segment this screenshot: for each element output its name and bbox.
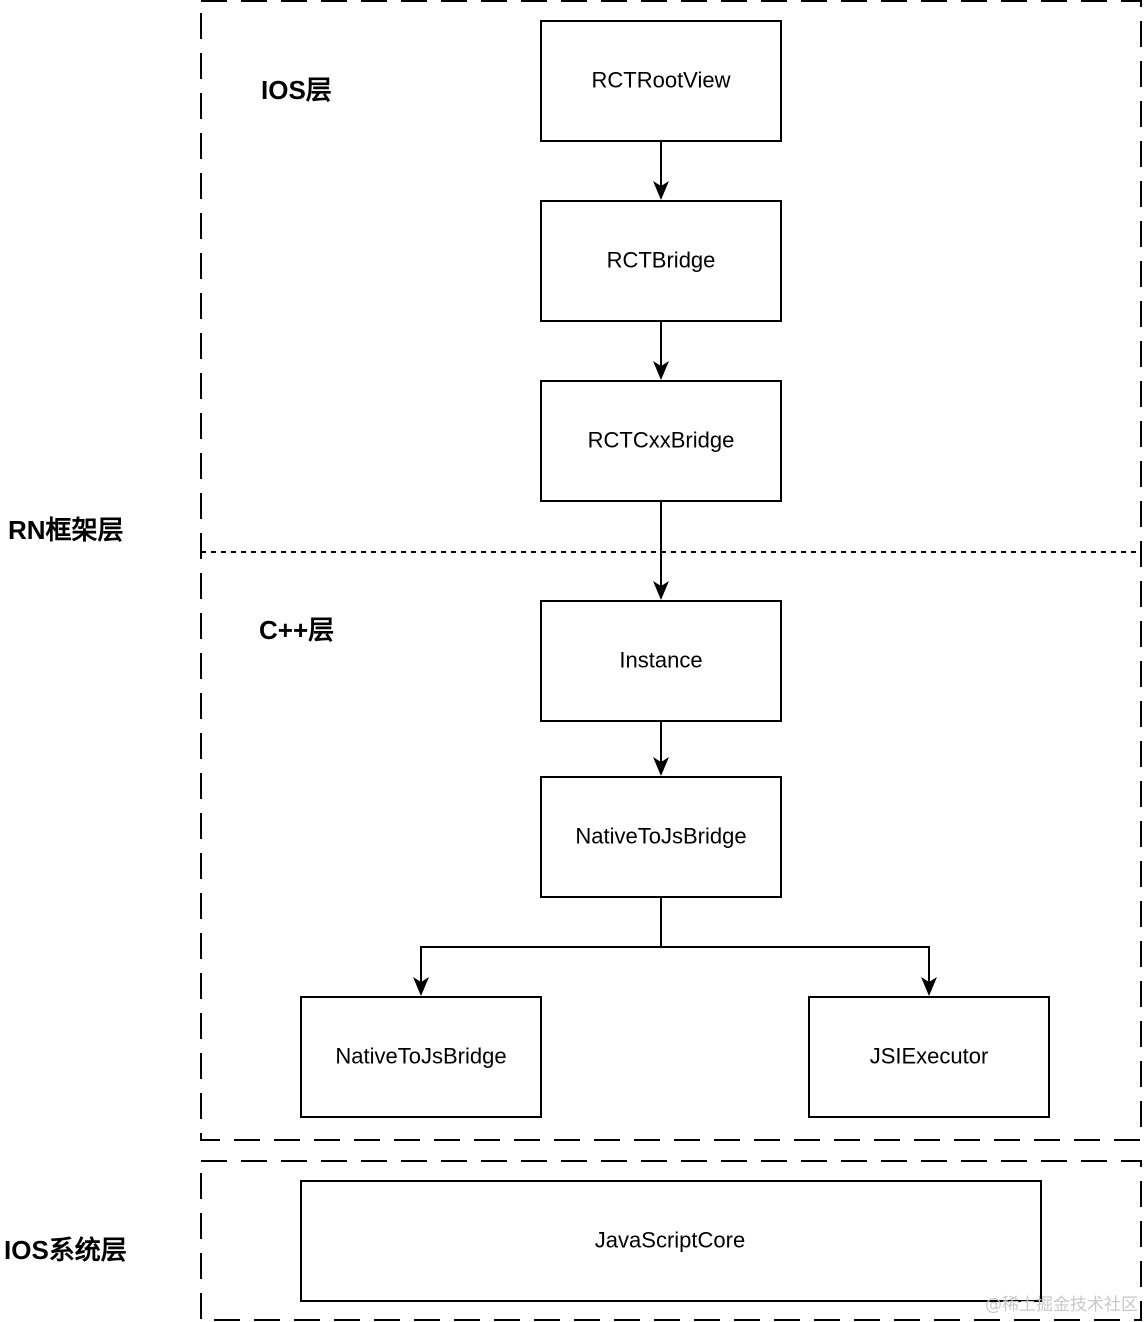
node-label: NativeToJsBridge xyxy=(335,1044,506,1069)
arrow-head-nativetojs-left xyxy=(413,977,429,996)
node-label: RCTCxxBridge xyxy=(588,428,735,453)
ios-layer-label: IOS层 xyxy=(261,75,332,105)
arrow-head-instance-nativetojs xyxy=(653,757,669,776)
node-instance: Instance xyxy=(540,600,782,722)
watermark: @稀土掘金技术社区 xyxy=(985,1295,1138,1315)
node-label: RCTRootView xyxy=(592,68,731,93)
node-native-to-js-bridge: NativeToJsBridge xyxy=(540,776,782,898)
ios-system-layer-label: IOS系统层 xyxy=(4,1235,127,1265)
node-label: Instance xyxy=(619,648,702,673)
node-label: NativeToJsBridge xyxy=(575,824,746,849)
arrow-head-bridge-cxxbridge xyxy=(653,361,669,380)
node-label: JavaScriptCore xyxy=(595,1228,745,1253)
ios-system-container xyxy=(200,1160,1142,1321)
cpp-layer-label: C++层 xyxy=(259,615,334,645)
node-jsi-executor: JSIExecutor xyxy=(808,996,1050,1118)
edge-nativetojs-right xyxy=(661,946,930,982)
arrow-head-nativetojs-right xyxy=(921,977,937,996)
arrow-head-cxxbridge-instance xyxy=(653,581,669,600)
node-javascript-core: JavaScriptCore xyxy=(300,1180,1042,1302)
node-rct-cxx-bridge: RCTCxxBridge xyxy=(540,380,782,502)
node-rct-root-view: RCTRootView xyxy=(540,20,782,142)
node-rct-bridge: RCTBridge xyxy=(540,200,782,322)
edge-nativetojs-left xyxy=(420,897,662,982)
node-label: RCTBridge xyxy=(607,248,716,273)
arrow-head-rootview-bridge xyxy=(653,181,669,200)
edges xyxy=(413,141,937,996)
node-native-to-js-bridge-child: NativeToJsBridge xyxy=(300,996,542,1118)
node-label: JSIExecutor xyxy=(870,1044,989,1069)
rn-framework-container xyxy=(200,0,1142,1141)
rn-framework-layer-label: RN框架层 xyxy=(8,515,124,545)
